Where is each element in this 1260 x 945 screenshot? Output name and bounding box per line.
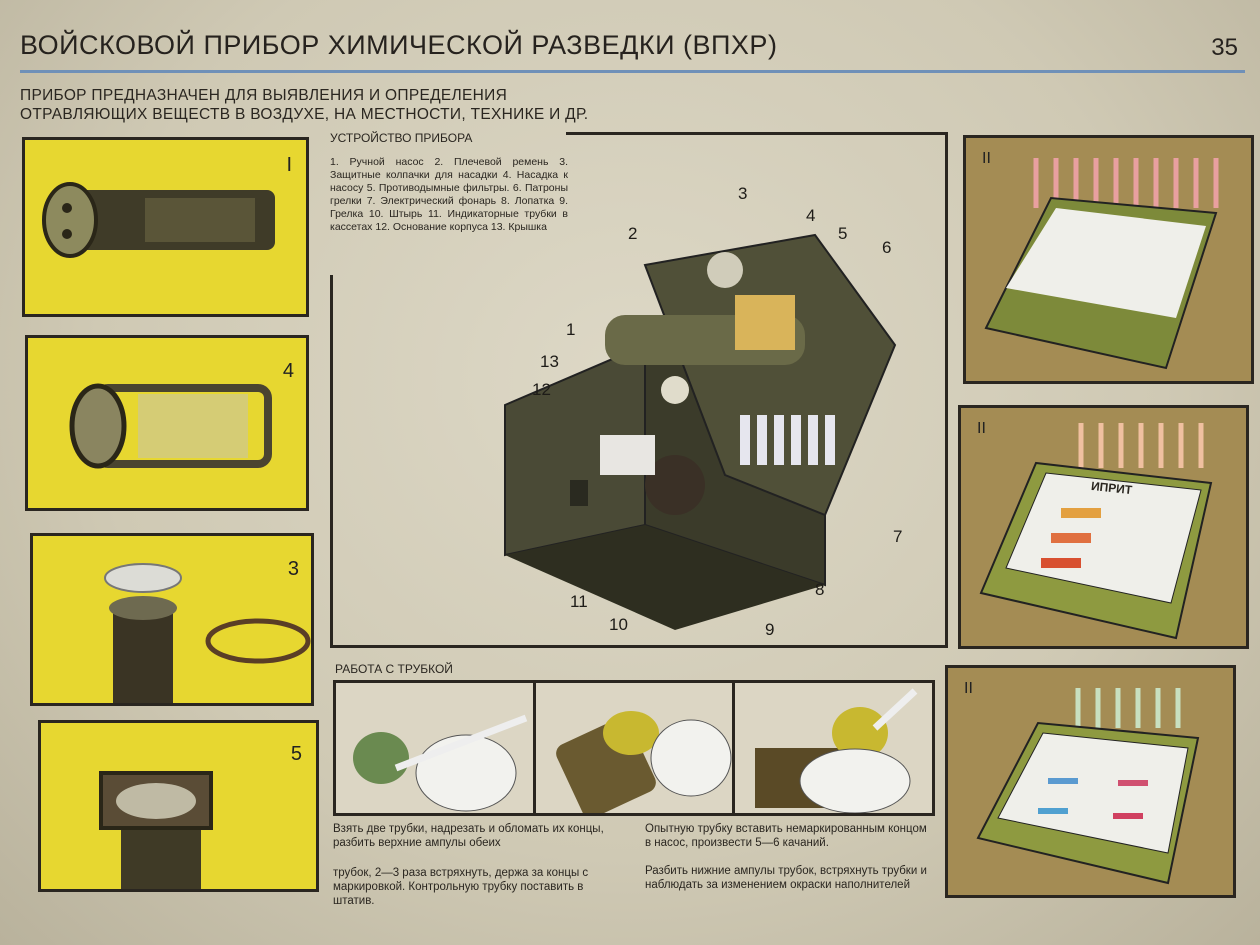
step2-text-a: Опытную трубку вставить немаркированным … [645,823,927,849]
frame-line [330,275,333,648]
panel-label: II [964,680,973,697]
panel-pump: I [22,137,309,317]
panel-label: I [286,154,292,176]
callout-7: 7 [893,527,903,546]
panel-cassette-1: II [963,135,1254,384]
device-heading: УСТРОЙСТВО ПРИБОРА [330,131,473,145]
page-number: 35 [1211,34,1238,61]
device-legend: 1. Ручной насос 2. Плечевой ремень 3. За… [330,156,568,233]
panel-filters: 5 [38,720,319,892]
panel-label: II [977,420,986,437]
panel-label: II [982,150,991,167]
page-title: ВОЙСКОВОЙ ПРИБОР ХИМИЧЕСКОЙ РАЗВЕДКИ (ВП… [20,30,778,60]
nozzle-illustration [69,383,272,469]
cassette-illustration [984,158,1219,370]
callout-11: 11 [570,592,588,611]
panel-nozzle: 4 [25,335,309,511]
step1-text-b: трубок, 2—3 раза встряхнуть, держа за ко… [333,867,589,907]
panel-label: 3 [287,558,299,580]
step-illustration-2 [536,683,736,813]
device-illustration [504,233,897,630]
caps-illustration [104,563,311,703]
step2-text-b: Разбить нижние ампулы трубок, встряхнуть… [645,865,927,891]
panel-cassette-3: II [945,665,1236,898]
callout-3: 3 [738,184,748,203]
callout-6: 6 [882,238,892,257]
filter-illustration [99,771,213,889]
title-rule [20,70,1245,73]
panel-label: 4 [282,360,294,382]
callout-12: 12 [532,380,551,399]
panel-label: 5 [290,743,302,765]
step-illustration-3 [735,683,932,813]
cassette-illustration [976,688,1200,885]
callout-1: 1 [566,320,576,339]
panel-caps: 3 [30,533,314,706]
work-strip [333,680,935,816]
callout-13: 13 [540,352,559,371]
callout-10: 10 [609,615,628,634]
pump-illustration [42,182,275,258]
intro-text: Прибор предназначен для выявления и опре… [20,87,589,123]
callout-8: 8 [815,580,825,599]
cassette-illustration [979,423,1213,640]
step-illustration-1 [336,683,536,813]
work-heading: РАБОТА С ТРУБКОЙ [335,662,453,676]
panel-cassette-2: ИПРИТ II [958,405,1249,649]
device-frame [330,132,948,648]
callout-4: 4 [806,206,816,225]
step1-text-a: Взять две трубки, надрезать и обломать и… [333,823,604,849]
frame-line [566,132,948,135]
callout-2: 2 [628,224,638,243]
callout-9: 9 [765,620,775,639]
callout-5: 5 [838,224,848,243]
